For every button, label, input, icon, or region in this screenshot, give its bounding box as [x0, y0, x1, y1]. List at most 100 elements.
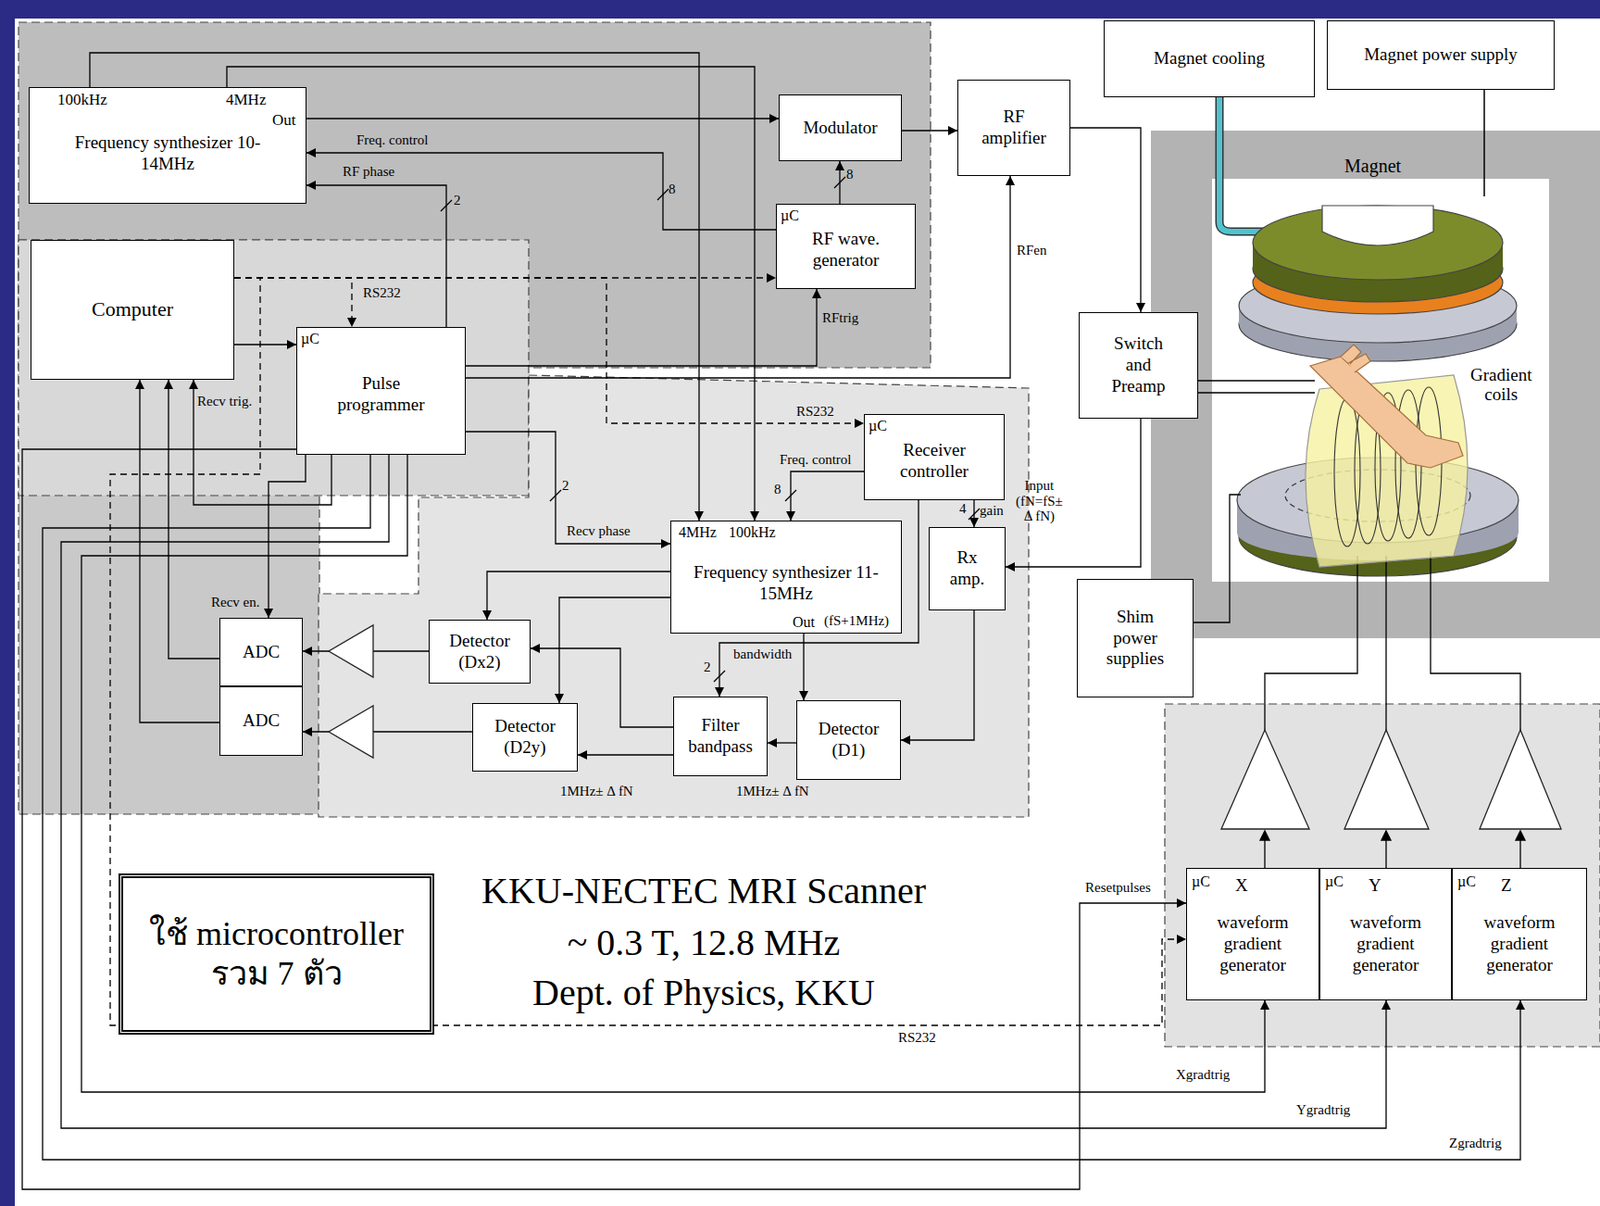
connector [306, 185, 447, 327]
pin-label: µC [780, 207, 800, 225]
connector [465, 175, 1011, 378]
connector [306, 152, 776, 230]
wire [1193, 494, 1241, 623]
block-box: Detector (Dx2) [428, 619, 531, 684]
connector [802, 633, 804, 700]
bus-slash [657, 188, 669, 200]
magnet-symbol [1322, 205, 1434, 246]
page-ground [14, 18, 1600, 1206]
magnet-wire [1219, 97, 1269, 232]
signal-label: 1MHz± Δ fN [736, 783, 810, 800]
box-text: Magnet cooling [1153, 48, 1265, 70]
block-box: µC RF wave. generator [775, 203, 916, 289]
connector [465, 288, 817, 366]
block-box: Rx amp. [928, 526, 1006, 611]
block-box: µCReceiver controller [863, 413, 1005, 500]
box-text: Modulator [802, 117, 877, 139]
connector [1070, 127, 1141, 313]
block-box: Filter bandpass [673, 696, 768, 776]
coil-winding [1334, 398, 1361, 547]
gradient-coil-symbol [1305, 344, 1468, 567]
magnet-symbol [1237, 205, 1519, 576]
box-text: Magnet power supply [1363, 44, 1518, 66]
signal-label: RFen [1016, 242, 1048, 259]
amplifier-symbol [328, 625, 374, 677]
region [1164, 703, 1600, 1047]
box-text: Pulse programmer [325, 373, 438, 416]
gradient-coil-symbol [1340, 344, 1371, 373]
box-text: Shim power supplies [1098, 606, 1173, 670]
block-box: µC Zwaveform gradient generator [1451, 867, 1588, 1000]
box-text: Computer [91, 297, 174, 322]
bus-width: 2 [562, 477, 570, 494]
note-box: ใช้ microcontroller รวม 7 ตัว [118, 873, 435, 1035]
box-text: waveform gradient generator [1195, 912, 1312, 975]
signal-label: RF phase [342, 163, 395, 180]
box-text: ADC [242, 641, 280, 663]
pin-label: µC [1457, 873, 1476, 890]
pin-label: 100kHz [728, 524, 776, 541]
box-text: RF amplifier [970, 106, 1059, 150]
signal-label: Xgradtrig [1175, 1066, 1230, 1083]
connector [61, 454, 1387, 1128]
connector [22, 449, 1187, 1189]
box-text: Frequency synthesizer 11-15MHz [693, 562, 879, 605]
connector [465, 431, 671, 544]
bus-width: 8 [774, 481, 782, 498]
pin-label: µC [1191, 873, 1211, 890]
part-label: Gradient coils [1470, 365, 1532, 405]
block-box: Shim power supplies [1076, 578, 1194, 698]
connector [577, 753, 674, 755]
box-text: Detector (Dx2) [436, 630, 525, 674]
connector [234, 277, 352, 327]
box-text: RF wave. generator [792, 228, 900, 272]
pin-label: X [1235, 875, 1249, 896]
pin-label: Z [1500, 875, 1513, 896]
signal-label: (fS+1MHz) [824, 612, 889, 629]
wire [1381, 830, 1391, 840]
block-box: Detector (D2y) [472, 702, 578, 772]
box-text: Filter bandpass [686, 714, 756, 758]
signal-label: bandwidth [733, 646, 792, 663]
wire [1515, 830, 1525, 840]
block-box: Computer [30, 239, 235, 380]
region [18, 22, 1600, 1047]
amplifier-symbol [1479, 729, 1562, 829]
pin-label: µC [868, 417, 888, 435]
title: KKU-NECTEC MRI Scanner [481, 870, 926, 912]
block-box: RF amplifier [957, 79, 1071, 176]
signal-label: 1MHz± Δ fN [560, 783, 634, 800]
signal-label: Input (fN=fS± Δ fN) [1015, 477, 1063, 525]
connector [900, 610, 975, 740]
bus-width: 2 [453, 192, 462, 209]
block-box: Magnet power supply [1326, 20, 1555, 90]
wire [1260, 830, 1525, 868]
signal-label: RS232 [362, 285, 401, 301]
bus-slash [440, 200, 452, 212]
box-text: Switch and Preamp [1103, 333, 1174, 397]
signal-label: RS232 [898, 1029, 937, 1046]
pin-label: 4MHz [678, 524, 717, 541]
block-box: 100kHz4MHzFrequency synthesizer 10-14MHz… [28, 87, 307, 204]
bus-slash [834, 176, 846, 188]
bus-width: 2 [703, 659, 712, 675]
box-text: waveform gradient generator [1462, 912, 1578, 975]
bus-width: 4 [959, 500, 967, 517]
connector [81, 454, 1265, 1092]
bus-slash [785, 489, 797, 501]
wire [1263, 837, 1265, 868]
block-box: ADC [219, 686, 303, 756]
magnet-wire [1219, 97, 1269, 232]
bus-slash [968, 508, 980, 520]
amplifier-symbol [328, 705, 374, 758]
wire [1260, 830, 1270, 840]
signal-label: Ygradtrig [1296, 1101, 1350, 1118]
block-box: µC Xwaveform gradient generator [1186, 867, 1320, 1000]
signal-label: RFtrig [822, 310, 859, 326]
gradient-coil-symbol [1310, 356, 1463, 468]
pin-label: Y [1368, 875, 1382, 896]
block-box: Detector (D1) [796, 700, 901, 780]
pin-label: Out [792, 613, 815, 631]
block-box: Magnet cooling [1103, 20, 1315, 98]
